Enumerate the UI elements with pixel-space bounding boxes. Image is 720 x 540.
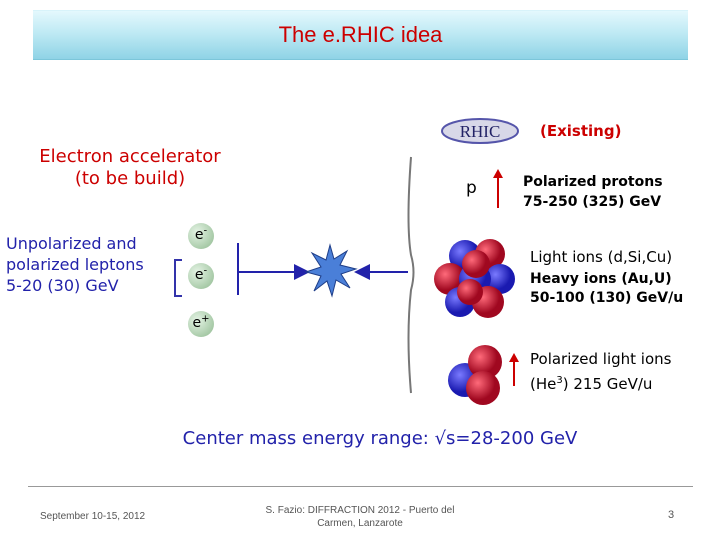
polarized-light-ions-label: Polarized light ions [530, 350, 672, 368]
polarized-protons-text: Polarized protons 75-250 (325) GeV [523, 172, 663, 212]
page-number: 3 [668, 509, 675, 521]
polarized-light-ions-text: Polarized light ions (He3) 215 GeV/u [530, 348, 671, 395]
lepton-line-2: polarized leptons [6, 255, 144, 274]
light-nucleus-icon [448, 345, 502, 405]
lepton-line-3: 5-20 (30) GeV [6, 276, 119, 295]
heavy-ions-label: Heavy ions (Au,U) [530, 271, 672, 287]
footer-author-line-2: Carmen, Lanzarote [317, 518, 403, 529]
proton-energy-label: 75-250 (325) GeV [523, 194, 662, 210]
electron-ball-2: e- [188, 263, 214, 289]
electron-accelerator-label: Electron accelerator (to be build) [20, 146, 240, 190]
electron-accelerator-text: Electron accelerator [39, 146, 221, 167]
rhic-logo: RHIC [441, 118, 519, 144]
heavy-ions-energy-label: 50-100 (130) GeV/u [530, 290, 684, 306]
hadron-bracket [407, 156, 415, 394]
collision-diagram [237, 156, 415, 394]
footer-author: S. Fazio: DIFFRACTION 2012 - Puerto del … [240, 504, 480, 530]
heavy-ions-text: Heavy ions (Au,U) 50-100 (130) GeV/u [530, 270, 683, 308]
proton-label: p [466, 178, 477, 198]
footer-divider [28, 486, 693, 487]
to-be-build-text: (to be build) [74, 168, 186, 189]
lepton-line-1: Unpolarized and [6, 234, 137, 253]
lepton-bracket [174, 259, 182, 297]
polarized-protons-label: Polarized protons [523, 174, 663, 190]
footer-author-line-1: S. Fazio: DIFFRACTION 2012 - Puerto del [265, 505, 455, 516]
electron-ball-1: e- [188, 223, 214, 249]
slide-title: The e.RHIC idea [278, 22, 443, 47]
existing-label: (Existing) [540, 122, 622, 140]
positron-ball: e+ [188, 311, 214, 337]
svg-text:RHIC: RHIC [460, 122, 501, 141]
footer-date: September 10-15, 2012 [40, 511, 146, 522]
collision-star-icon [304, 243, 358, 298]
he3-line: (He3) 215 GeV/u [530, 375, 653, 393]
light-ions-label: Light ions (d,Si,Cu) [530, 248, 673, 266]
lepton-description: Unpolarized and polarized leptons 5-20 (… [6, 233, 171, 296]
light-ion-spin-arrow-icon [509, 353, 519, 386]
center-mass-energy: Center mass energy range: √s=28-200 GeV [182, 428, 578, 449]
proton-spin-arrow-icon [493, 169, 503, 208]
heavy-nucleus-icon [434, 239, 515, 318]
title-banner [33, 10, 688, 60]
